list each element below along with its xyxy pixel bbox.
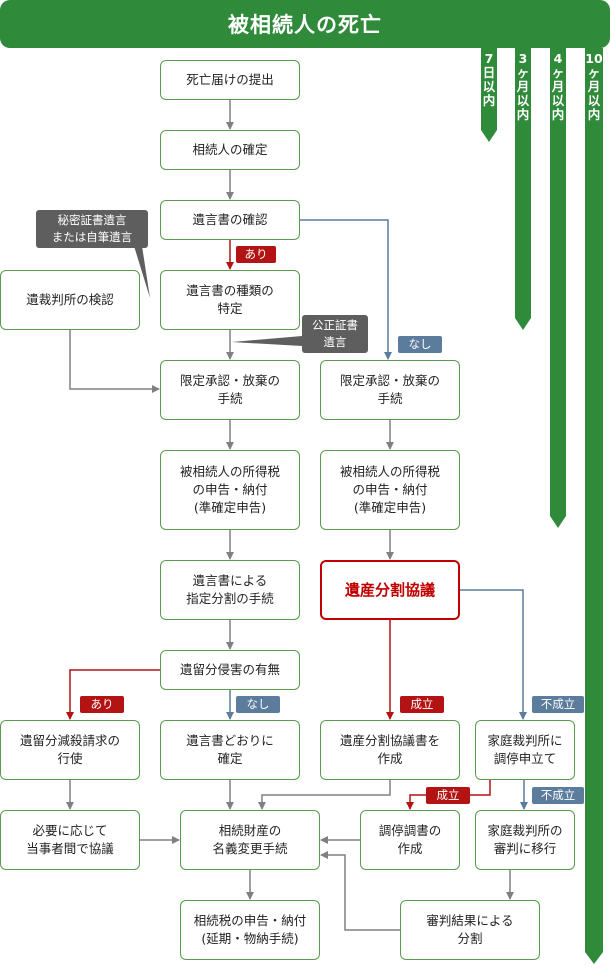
deadline-4months-label: 4 ヶ 月 以 内: [551, 51, 565, 122]
tag-mediation-failed: 不成立: [532, 787, 584, 804]
tag-will-none: なし: [398, 336, 442, 353]
step-reserve-check: 遺留分侵害の有無: [160, 650, 300, 690]
step-will-confirm: 遺言書の確認: [160, 200, 300, 240]
step-trial: 家庭裁判所の 審判に移行: [475, 810, 575, 870]
deadline-arrow-4months: [550, 48, 566, 528]
step-income-tax-right: 被相続人の所得税 の申告・納付 (準確定申告): [320, 450, 460, 530]
step-limited-accept-right: 限定承認・放棄の 手続: [320, 360, 460, 420]
step-trial-result: 審判結果による 分割: [400, 900, 540, 960]
step-heirs-talk: 必要に応じて 当事者間で協議: [0, 810, 140, 870]
step-inheritance-tax: 相続税の申告・納付 (延期・物納手続): [180, 900, 320, 960]
tag-reserve-yes: あり: [80, 696, 124, 713]
tag-mediation-agreed: 成立: [426, 787, 470, 804]
step-mediation-apply: 家庭裁判所に 調停申立て: [475, 720, 575, 780]
edge-doc-title: [258, 780, 391, 810]
callout-pointer-notarized: [232, 336, 302, 346]
deadline-arrow-3months: [515, 48, 531, 330]
tag-talks-failed: 不成立: [532, 696, 584, 713]
tag-talks-agreed: 成立: [400, 696, 444, 713]
step-limited-accept-left: 限定承認・放棄の 手続: [160, 360, 300, 420]
step-will-type: 遺言書の種類の 特定: [160, 270, 300, 330]
step-will-division: 遺言書による 指定分割の手続: [160, 560, 300, 620]
step-mediation-record: 調停調書の 作成: [360, 810, 460, 870]
tag-reserve-none: なし: [236, 696, 280, 713]
step-court-probate: 遺裁判所の検認: [0, 270, 140, 330]
deadline-10months-label: 10 ヶ 月 以 内: [585, 51, 603, 122]
step-income-tax-left: 被相続人の所得税 の申告・納付 (準確定申告): [160, 450, 300, 530]
deadline-arrow-7days: [481, 48, 497, 142]
edge-talks-failed: [460, 589, 527, 720]
callout-pointer-secret: [134, 246, 150, 298]
edge-court-limited: [69, 330, 160, 393]
step-title-change: 相続財産の 名義変更手続: [180, 810, 320, 870]
callout-notarized-will: 公正証書 遺言: [302, 315, 368, 353]
step-partition-talks: 遺産分割協議: [320, 560, 460, 620]
edge-reserve-yes: [66, 669, 160, 720]
step-reserve-claim: 遺留分減殺請求の 行使: [0, 720, 140, 780]
deadline-arrow-10months: [585, 48, 603, 964]
tag-will-yes: あり: [236, 246, 276, 263]
step-heir-confirm: 相続人の確定: [160, 130, 300, 170]
step-per-will: 遺言書どおりに 確定: [160, 720, 300, 780]
deadline-3months-label: 3 ヶ 月 以 内: [516, 51, 530, 122]
step-agreement-doc: 遺産分割協議書を 作成: [320, 720, 460, 780]
title-banner: 被相続人の死亡: [0, 0, 610, 48]
callout-secret-will: 秘密証書遺言 または自筆遺言: [36, 210, 148, 248]
step-death-notice: 死亡届けの提出: [160, 60, 300, 100]
edge-result-title: [320, 851, 400, 931]
edge-will-none: [300, 219, 392, 360]
deadline-7days-label: 7 日 以 内: [482, 51, 496, 108]
